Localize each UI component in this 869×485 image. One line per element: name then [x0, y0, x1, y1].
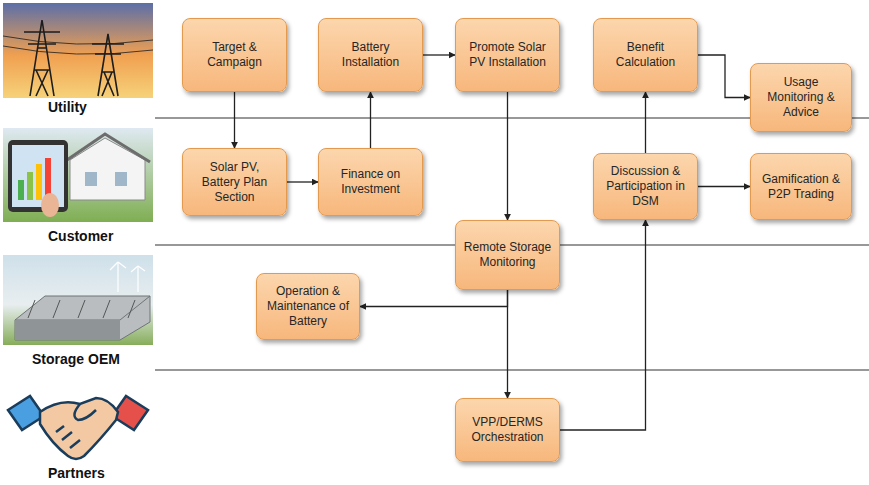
process-box: Finance on Investment: [318, 148, 423, 216]
process-box: Promote Solar PV Installation: [455, 18, 560, 92]
box-text: Solar PV, Battery Plan Section: [190, 160, 279, 205]
utility-picture: [3, 3, 153, 98]
box-text: Battery Installation: [326, 40, 415, 70]
handshake-icon: [8, 396, 148, 459]
box-text: Usage Monitoring & Advice: [758, 75, 844, 120]
box-text: Discussion & Participation in DSM: [601, 164, 690, 209]
box-text: Benefit Calculation: [601, 40, 690, 70]
storage-picture: [3, 255, 153, 345]
process-box: Gamification & P2P Trading: [750, 153, 852, 220]
customer-picture: [3, 128, 153, 222]
process-box: Discussion & Participation in DSM: [593, 153, 698, 220]
process-box: Operation & Maintenance of Battery: [256, 273, 360, 340]
flow-arrow: [560, 220, 646, 430]
process-box: Benefit Calculation: [593, 18, 698, 92]
flow-arrow: [370, 92, 371, 148]
box-text: Operation & Maintenance of Battery: [264, 284, 352, 329]
box-text: Promote Solar PV Installation: [463, 40, 552, 70]
box-text: Target & Campaign: [190, 40, 279, 70]
lane-label: Customer: [48, 228, 113, 244]
lane-lines: [155, 118, 869, 370]
lane-label: Partners: [48, 465, 105, 481]
process-box: VPP/DERMS Orchestration: [455, 398, 560, 462]
flow-arrow: [507, 290, 508, 398]
flow-arrow: [234, 92, 235, 148]
box-text: VPP/DERMS Orchestration: [463, 415, 552, 445]
flow-arrow: [698, 55, 750, 98]
box-text: Finance on Investment: [326, 167, 415, 197]
process-box: Solar PV, Battery Plan Section: [182, 148, 287, 216]
flow-arrow: [423, 54, 455, 55]
lane-label: Storage OEM: [32, 351, 120, 367]
flow-arrow: [507, 92, 508, 220]
process-box: Remote Storage Monitoring: [455, 220, 560, 290]
process-box: Battery Installation: [318, 18, 423, 92]
process-box: Target & Campaign: [182, 18, 287, 92]
process-box: Usage Monitoring & Advice: [750, 63, 852, 132]
flow-arrow: [645, 92, 646, 153]
flow-arrow: [360, 290, 508, 307]
flow-arrow: [287, 181, 318, 182]
box-text: Remote Storage Monitoring: [463, 240, 552, 270]
lane-label: Utility: [48, 99, 87, 115]
box-text: Gamification & P2P Trading: [758, 172, 844, 202]
flow-arrow: [698, 186, 750, 187]
